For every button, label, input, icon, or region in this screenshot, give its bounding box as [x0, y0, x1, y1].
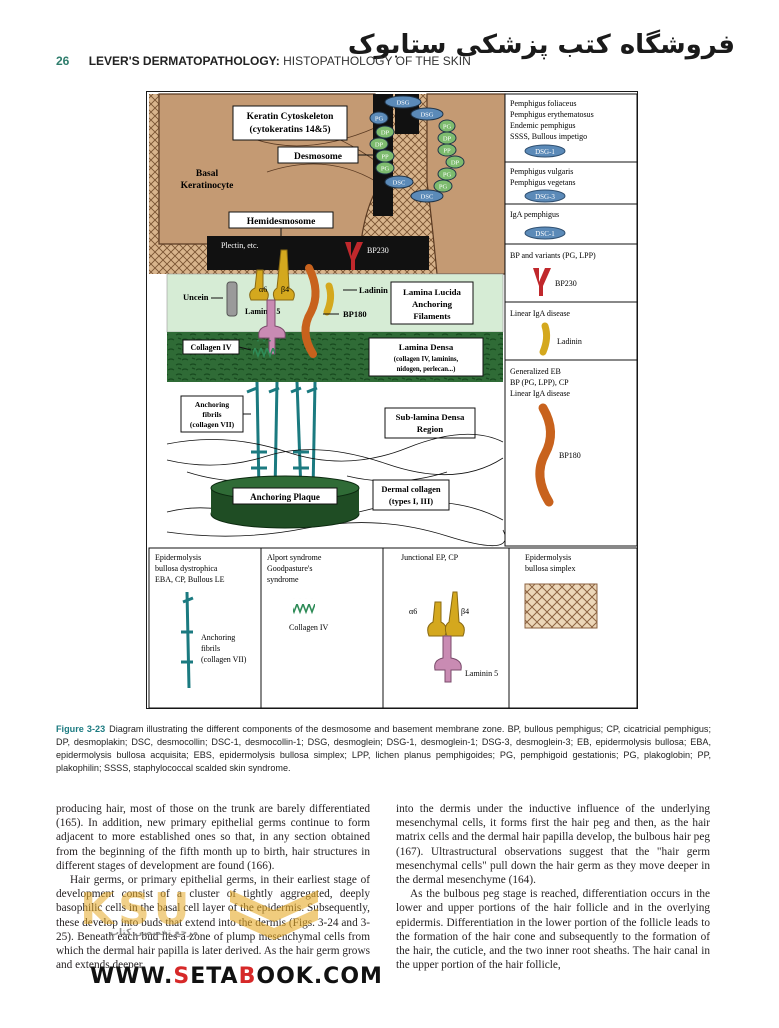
- label-collagen-vii: (collagen VII): [190, 420, 235, 429]
- svg-text:Collagen IV: Collagen IV: [289, 623, 329, 632]
- label-desmosome: Desmosome: [294, 152, 342, 162]
- svg-text:Pemphigus vegetans: Pemphigus vegetans: [510, 178, 576, 187]
- label-collagen-iv: Collagen IV: [190, 343, 231, 352]
- svg-text:IgA pemphigus: IgA pemphigus: [510, 210, 559, 219]
- label-lamina-lucida: Lamina Lucida: [403, 287, 462, 297]
- running-head: 26 LEVER'S DERMATOPATHOLOGY: HISTOPATHOL…: [56, 54, 471, 68]
- figure-label: Figure 3-23: [56, 724, 105, 734]
- paragraph: producing hair, most of those on the tru…: [56, 802, 370, 873]
- svg-text:fibrils: fibrils: [201, 644, 220, 653]
- desmosome-molecule-label: PG: [439, 184, 448, 191]
- desmosome-molecule-label: PG: [443, 124, 452, 131]
- label-sublamina: Sub-lamina Densa: [396, 412, 465, 422]
- desmosome-molecule-label: DP: [381, 130, 390, 137]
- label-uncein: Uncein: [183, 292, 209, 302]
- svg-text:DSG-1: DSG-1: [535, 148, 555, 156]
- svg-text:EBA, CP, Bullous LE: EBA, CP, Bullous LE: [155, 575, 225, 584]
- body-column-right: into the dermis under the inductive infl…: [396, 802, 710, 972]
- label-anchoring-plaque: Anchoring Plaque: [250, 492, 320, 502]
- svg-text:Generalized EB: Generalized EB: [510, 367, 561, 376]
- figure-3-23: Keratin Cytoskeleton (cytokeratins 14&5)…: [146, 91, 638, 709]
- label-lamina-densa-sub1: (collagen IV, laminins,: [394, 356, 459, 363]
- svg-text:syndrome: syndrome: [267, 575, 299, 584]
- svg-text:BP230: BP230: [555, 279, 577, 288]
- label-filaments: Filaments: [413, 311, 451, 321]
- paragraph: into the dermis under the inductive infl…: [396, 802, 710, 887]
- desmosome-molecule-label: DP: [451, 160, 460, 167]
- svg-text:Anchoring: Anchoring: [201, 633, 235, 642]
- book-subtitle: HISTOPATHOLOGY OF THE SKIN: [283, 54, 471, 68]
- desmosome-molecule-label: PG: [375, 116, 384, 123]
- label-ladinin: Ladinin: [359, 285, 388, 295]
- svg-text:BP and variants (PG, LPP): BP and variants (PG, LPP): [510, 251, 596, 260]
- label-types: (types I, III): [389, 496, 433, 506]
- label-basal: Basal: [196, 169, 219, 179]
- svg-text:bullosa simplex: bullosa simplex: [525, 564, 575, 573]
- svg-text:Laminin 5: Laminin 5: [465, 669, 498, 678]
- svg-text:Ladinin: Ladinin: [557, 337, 582, 346]
- desmosome-molecule-label: DP: [443, 136, 452, 143]
- svg-text:Linear IgA disease: Linear IgA disease: [510, 389, 570, 398]
- desmosome-molecule-label: PG: [443, 172, 452, 179]
- svg-text:BP180: BP180: [559, 451, 581, 460]
- svg-text:Epidermolysis: Epidermolysis: [525, 553, 571, 562]
- desmosome-molecule-label: DSG: [396, 100, 409, 107]
- desmosome-molecule-label: PP: [443, 148, 451, 155]
- svg-text:DSC-1: DSC-1: [535, 230, 555, 238]
- label-lamina-densa-sub2: nidogen, perlecan...): [397, 366, 456, 373]
- anchoring-fibrils: [247, 382, 317, 492]
- collagen-iv-shape: [253, 340, 275, 362]
- svg-text:DSG-3: DSG-3: [535, 193, 555, 201]
- desmosome-molecule-label: DSC: [393, 180, 406, 187]
- label-plectin: Plectin, etc.: [221, 241, 259, 250]
- label-bp180: BP180: [343, 309, 367, 319]
- desmosome-molecule-label: DSC: [421, 194, 434, 201]
- label-dermal-collagen: Dermal collagen: [381, 484, 441, 494]
- book-title: LEVER'S DERMATOPATHOLOGY:: [89, 54, 280, 68]
- svg-text:BP (PG, LPP), CP: BP (PG, LPP), CP: [510, 378, 569, 387]
- watermark-website: WWW.SETABOOK.COM: [90, 964, 383, 989]
- label-fibrils: fibrils: [202, 410, 221, 419]
- svg-text:Endemic pemphigus: Endemic pemphigus: [510, 121, 576, 130]
- bmz-diagram: Keratin Cytoskeleton (cytokeratins 14&5)…: [147, 92, 639, 710]
- svg-text:Junctional EP, CP: Junctional EP, CP: [401, 553, 459, 562]
- label-lamina-densa: Lamina Densa: [399, 342, 454, 352]
- svg-text:(collagen VII): (collagen VII): [201, 655, 247, 664]
- svg-text:β4: β4: [461, 607, 469, 616]
- svg-text:Goodpasture's: Goodpasture's: [267, 564, 312, 573]
- label-bp230: BP230: [367, 246, 389, 255]
- svg-text:bullosa dystrophica: bullosa dystrophica: [155, 564, 218, 573]
- svg-text:α6: α6: [409, 607, 417, 616]
- svg-text:Linear IgA disease: Linear IgA disease: [510, 309, 570, 318]
- label-region: Region: [417, 424, 443, 434]
- desmosome-molecule-label: PP: [381, 154, 389, 161]
- label-keratinocyte: Keratinocyte: [181, 181, 234, 191]
- ladinin-shape: [327, 286, 331, 312]
- desmosome-molecule-label: DP: [375, 142, 384, 149]
- label-keratin-sub: (cytokeratins 14&5): [250, 124, 331, 135]
- watermark-chevron-icon: [226, 886, 322, 942]
- label-anchoring-fibrils: Anchoring: [195, 400, 229, 409]
- paragraph: As the bulbous peg stage is reached, dif…: [396, 887, 710, 972]
- label-hemidesmosome: Hemidesmosome: [247, 217, 316, 227]
- svg-text:Pemphigus vulgaris: Pemphigus vulgaris: [510, 167, 573, 176]
- label-anchoring: Anchoring: [412, 299, 453, 309]
- label-keratin: Keratin Cytoskeleton: [247, 112, 335, 122]
- svg-text:Epidermolysis: Epidermolysis: [155, 553, 201, 562]
- uncein-shape: [227, 282, 237, 316]
- svg-text:SSSS, Bullous impetigo: SSSS, Bullous impetigo: [510, 132, 587, 141]
- label-alpha6: α6: [259, 285, 267, 294]
- desmosome-molecule-label: DSG: [420, 112, 433, 119]
- svg-text:Pemphigus erythematosus: Pemphigus erythematosus: [510, 110, 594, 119]
- caption-text: Diagram illustrating the different compo…: [56, 724, 711, 773]
- svg-text:Pemphigus foliaceus: Pemphigus foliaceus: [510, 99, 576, 108]
- label-beta4: β4: [281, 285, 289, 294]
- desmosome-molecule-label: PG: [381, 166, 390, 173]
- svg-text:Alport syndrome: Alport syndrome: [267, 553, 322, 562]
- page-number: 26: [56, 54, 69, 68]
